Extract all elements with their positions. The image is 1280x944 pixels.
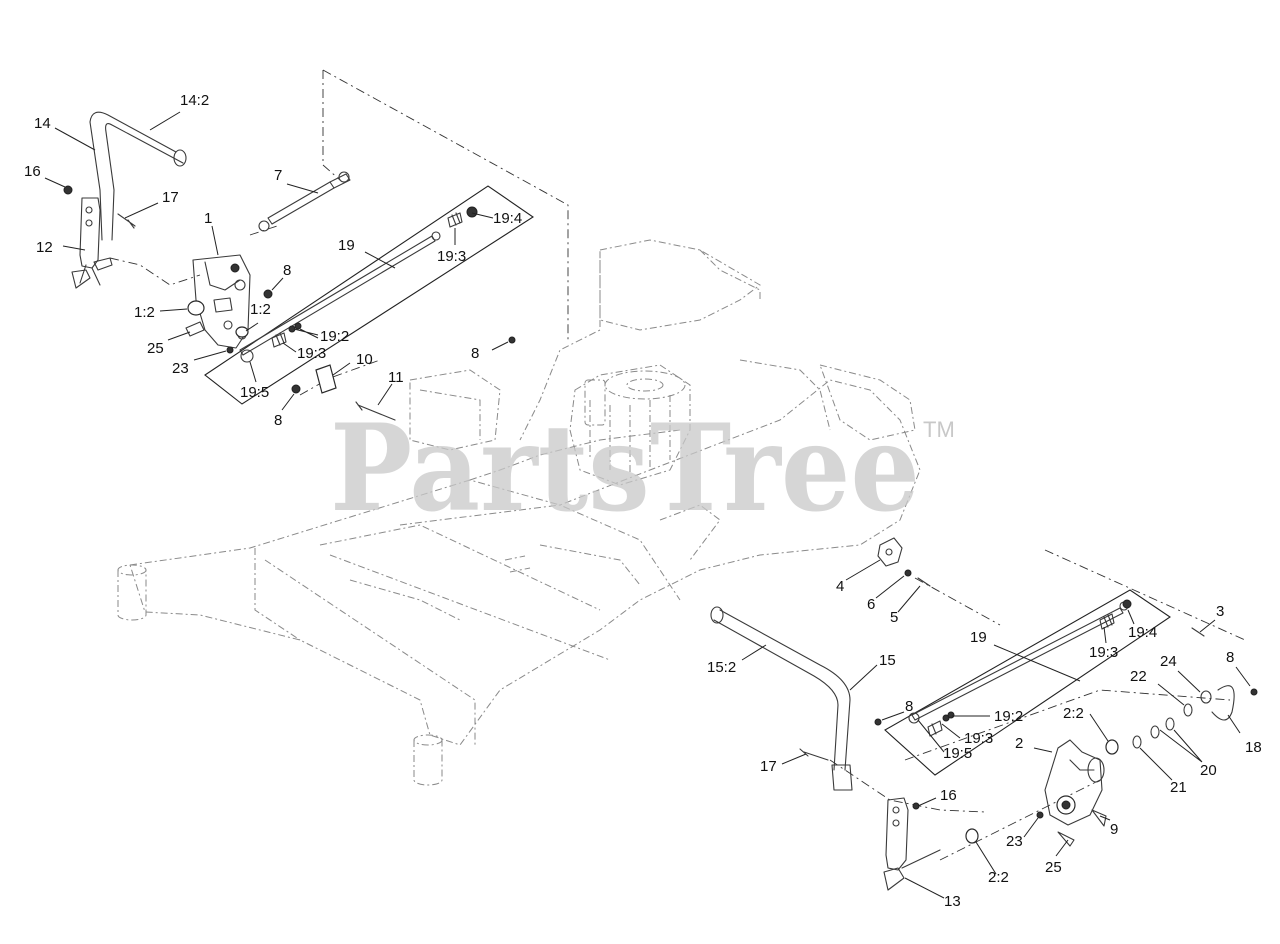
washer-20b (1165, 717, 1175, 731)
callout-8: 8 (274, 412, 282, 429)
gas-spring-7 (258, 171, 351, 232)
callout-17: 17 (162, 189, 179, 206)
steering-lever-left (89, 111, 187, 241)
washer-23-right (1036, 811, 1044, 819)
callout-25: 25 (147, 340, 164, 357)
bolt-25-left (185, 321, 205, 337)
callout-19-2: 19:2 (320, 328, 349, 345)
callout-19-3: 19:3 (964, 730, 993, 747)
callout-16: 16 (940, 787, 957, 804)
callout-19: 19 (338, 237, 355, 254)
plate-9 (1091, 809, 1107, 827)
bushing-1-2b (235, 326, 249, 338)
control-bracket-2 (1044, 739, 1105, 826)
callout-16: 16 (24, 163, 41, 180)
spacer-10 (315, 364, 337, 394)
callout-labels: 14:2 14 16 17 12 1 7 19 19:4 19:3 8 1:2 … (24, 92, 1262, 910)
callout-23: 23 (1006, 833, 1023, 850)
bolt-25-right (1057, 831, 1075, 847)
callout-8: 8 (471, 345, 479, 362)
callout-14: 14 (34, 115, 51, 132)
bushing-2-2a (1105, 739, 1119, 755)
callout-24: 24 (1160, 653, 1177, 670)
callout-19-4: 19:4 (1128, 624, 1157, 641)
bolt-3 (1191, 627, 1205, 637)
nut-8-left-b (291, 384, 301, 394)
callout-21: 21 (1170, 779, 1187, 796)
lever-mount-13 (883, 797, 941, 891)
bushing-2-2b (965, 828, 979, 844)
callout-19-2: 19:2 (994, 708, 1023, 725)
callout-1: 1 (204, 210, 212, 227)
callout-13: 13 (944, 893, 961, 910)
callout-17: 17 (760, 758, 777, 775)
partstree-watermark: PartsTree TM (330, 398, 955, 539)
clip-18 (1211, 685, 1235, 721)
callout-23: 23 (172, 360, 189, 377)
callout-14-2: 14:2 (180, 92, 209, 109)
bolt-17-left (117, 213, 136, 229)
bolt-11 (355, 401, 396, 421)
steering-lever-right (710, 606, 853, 791)
nut-24 (1200, 690, 1212, 704)
linkage-rod-kit-right (884, 589, 1171, 776)
nut-8-right-b (1250, 688, 1258, 696)
mower-frame (117, 239, 921, 786)
callout-19-3: 19:3 (297, 345, 326, 362)
callout-19: 19 (970, 629, 987, 646)
bolt-17-right (799, 748, 829, 761)
callout-8: 8 (905, 698, 913, 715)
callout-6: 6 (867, 596, 875, 613)
callout-9: 9 (1110, 821, 1118, 838)
watermark-text: PartsTree (330, 398, 920, 539)
linkage-rod-kit-left (204, 185, 534, 405)
leader-lines (44, 111, 1251, 899)
washer-20a (1150, 725, 1160, 739)
callout-15: 15 (879, 652, 896, 669)
callout-4: 4 (836, 578, 844, 595)
callout-2-2: 2:2 (1063, 705, 1084, 722)
washer-21 (1132, 735, 1142, 749)
callout-2: 2 (1015, 735, 1023, 752)
callout-19-3: 19:3 (437, 248, 466, 265)
callout-20: 20 (1200, 762, 1217, 779)
callout-2-2: 2:2 (988, 869, 1009, 886)
bolt-5 (917, 577, 931, 587)
callout-11: 11 (388, 369, 404, 386)
callout-22: 22 (1130, 668, 1147, 685)
lever-mount-12 (71, 197, 113, 289)
bushing-1-2 (187, 300, 205, 316)
callout-19-5: 19:5 (943, 745, 972, 762)
callout-19-5: 19:5 (240, 384, 269, 401)
callout-7: 7 (274, 167, 282, 184)
callout-8: 8 (283, 262, 291, 279)
callout-5: 5 (890, 609, 898, 626)
nut-8-center (508, 336, 516, 344)
callout-18: 18 (1245, 739, 1262, 756)
callout-25: 25 (1045, 859, 1062, 876)
watermark-trademark: TM (923, 417, 955, 442)
callout-3: 3 (1216, 603, 1224, 620)
callout-19-3: 19:3 (1089, 644, 1118, 661)
engine (569, 364, 691, 486)
callout-1-2: 1:2 (134, 304, 155, 321)
callout-1-2: 1:2 (250, 301, 271, 318)
callout-10: 10 (356, 351, 373, 368)
washer-6 (904, 569, 912, 577)
washer-23-left (226, 346, 234, 354)
washer-22 (1183, 703, 1193, 717)
nut-8-left-a (263, 289, 273, 299)
callout-15-2: 15:2 (707, 659, 736, 676)
callout-12: 12 (36, 239, 53, 256)
callout-8: 8 (1226, 649, 1234, 666)
nut-8-right-a (874, 718, 882, 726)
bolt-16-left (63, 185, 73, 195)
callout-19-4: 19:4 (493, 210, 522, 227)
bracket-plate-4 (877, 537, 903, 567)
